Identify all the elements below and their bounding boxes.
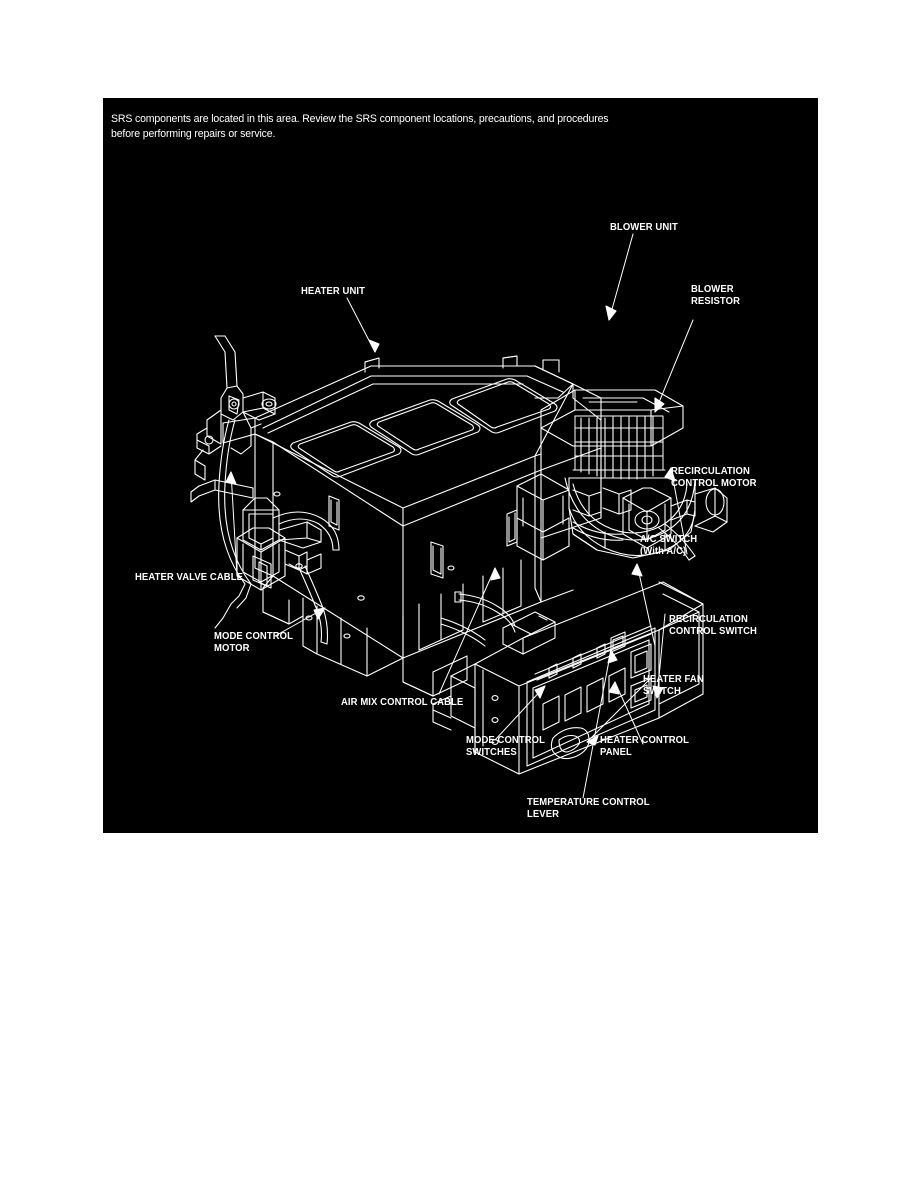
callout-heater-fan-switch: HEATER FAN SWITCH <box>643 674 704 698</box>
callout-heater-control-panel: HEATER CONTROL PANEL <box>600 735 690 759</box>
callout-mode-control-motor: MODE CONTROL MOTOR <box>214 631 294 655</box>
callout-blower-unit: BLOWER UNIT <box>610 222 678 233</box>
callout-recirculation-control-switch: RECIRCULATION CONTROL SWITCH <box>669 614 757 638</box>
callout-temperature-control-lever: TEMPERATURE CONTROL LEVER <box>527 797 650 821</box>
callout-heater-valve-cable: HEATER VALVE CABLE <box>135 572 244 583</box>
heater-unit-line-art <box>103 98 818 833</box>
heater-assembly-figure: SRS components are located in this area.… <box>103 98 818 833</box>
callout-mode-control-switches: MODE CONTROL SWITCHES <box>466 735 546 759</box>
callout-blower-resistor: BLOWER RESISTOR <box>691 284 741 308</box>
callout-ac-switch: A/C SWITCH (With A/C) <box>640 534 698 558</box>
callout-recirculation-control-motor: RECIRCULATION CONTROL MOTOR <box>671 466 757 490</box>
callout-heater-unit: HEATER UNIT <box>301 286 366 297</box>
callout-air-mix-control-cable: AIR MIX CONTROL CABLE <box>341 697 464 708</box>
srs-warning-note: SRS components are located in this area.… <box>111 113 609 140</box>
